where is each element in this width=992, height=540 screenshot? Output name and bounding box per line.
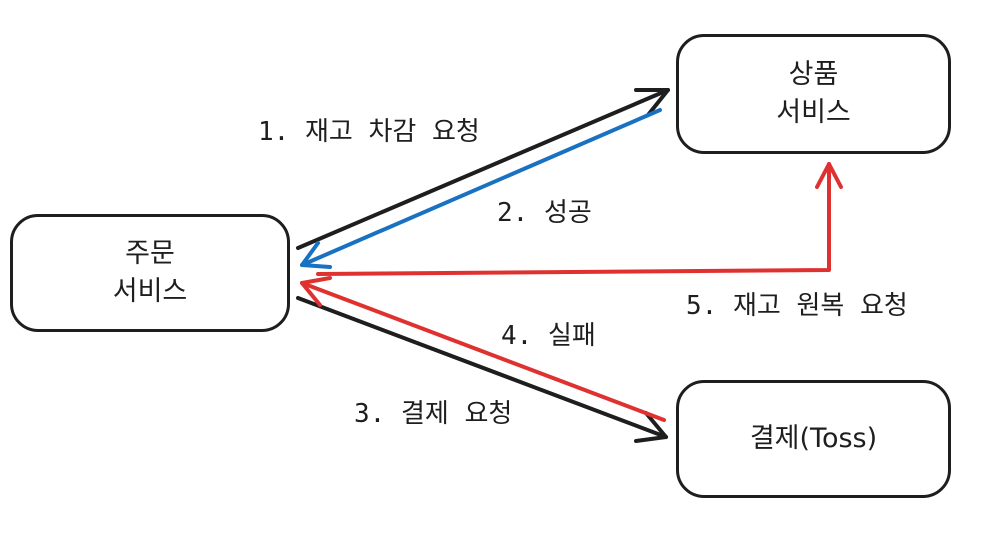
order-service-node: 주문 서비스: [10, 214, 290, 332]
edge-label-stock-restore-request: 5. 재고 원복 요청: [686, 291, 908, 321]
edge-failure-response: [300, 276, 666, 422]
product-service-label-line2: 서비스: [776, 97, 851, 128]
edge-payment-request: [296, 296, 668, 443]
edge-label-failure: 4. 실패: [501, 321, 596, 351]
edge-label-payment-request: 3. 결제 요청: [354, 399, 513, 429]
product-service-label-line1: 상품: [788, 59, 839, 90]
edge-stock-restore-request: [316, 162, 843, 276]
payment-service-label: 결제(Toss): [749, 423, 878, 454]
edge-success-response: [300, 108, 662, 269]
payment-service-node: 결제(Toss): [676, 380, 951, 498]
order-service-label-line2: 서비스: [112, 276, 188, 307]
edge-label-stock-decrease-request: 1. 재고 차감 요청: [258, 117, 480, 147]
product-service-node: 상품 서비스: [676, 34, 951, 154]
edge-stock-decrease-request: [296, 88, 670, 250]
edge-label-success: 2. 성공: [497, 198, 592, 228]
order-service-label-line1: 주문: [125, 238, 175, 269]
